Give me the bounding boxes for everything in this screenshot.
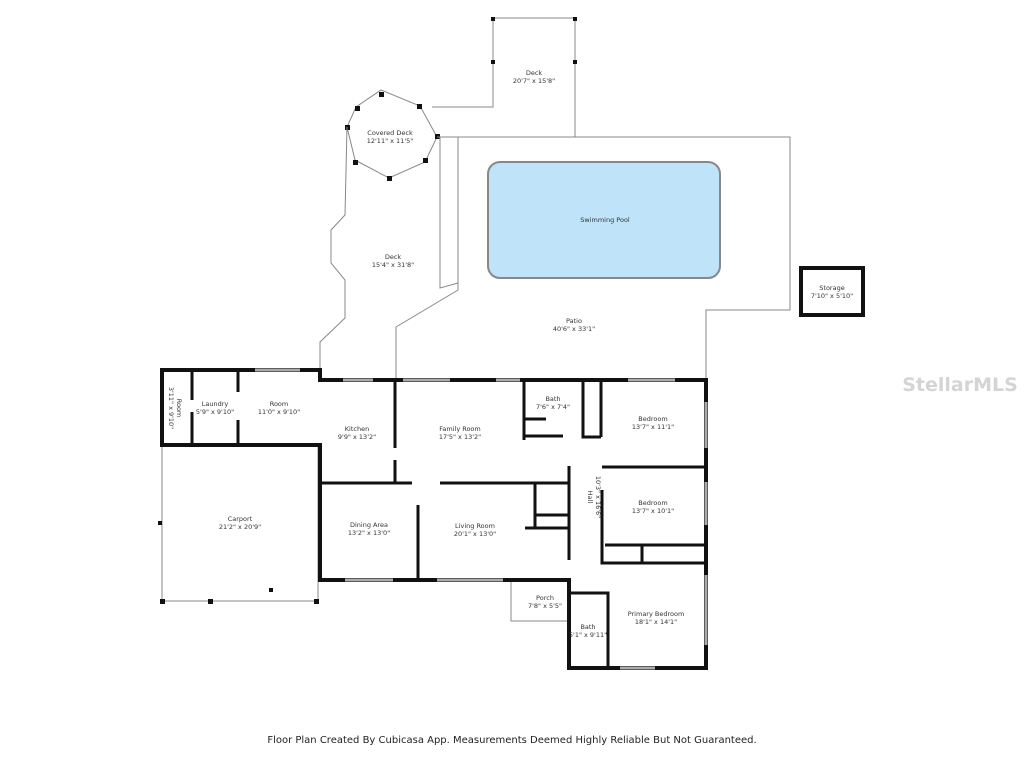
house-walls [160,368,708,670]
svg-text:Room3'11" x 9'10": Room3'11" x 9'10" [167,387,183,429]
watermark: StellarMLS [902,374,1018,396]
svg-text:Hall10'3" x 16'6": Hall10'3" x 16'6" [586,476,602,518]
storage-shed [799,266,865,317]
svg-text:Swimming Pool: Swimming Pool [580,216,630,224]
swimming-pool [487,161,721,279]
footer-disclaimer: Floor Plan Created By Cubicasa App. Meas… [267,735,757,746]
